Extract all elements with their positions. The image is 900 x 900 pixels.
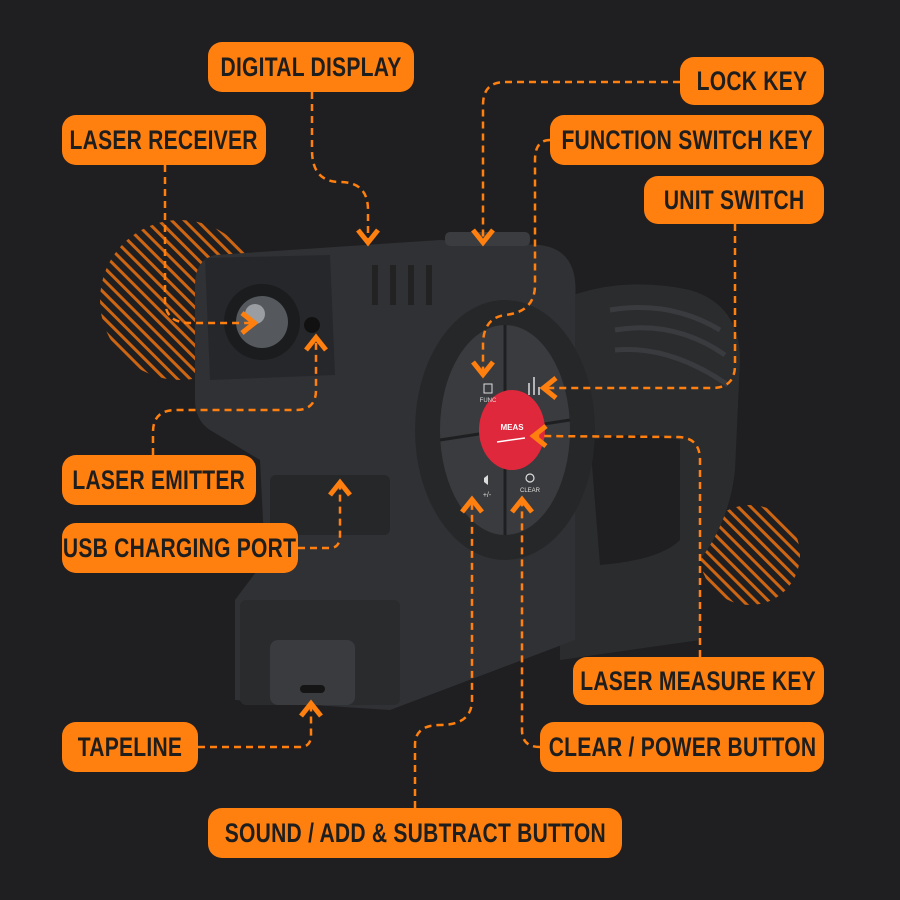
label-text: UNIT SWITCH — [663, 184, 805, 215]
label-text: LOCK KEY — [696, 65, 808, 96]
label-laser-measure-key: LASER MEASURE KEY — [573, 657, 824, 705]
label-text: LASER RECEIVER — [69, 124, 259, 155]
leader-usb-charging-port — [298, 478, 352, 550]
leader-laser-receiver — [163, 165, 259, 335]
label-tapeline: TAPELINE — [62, 722, 198, 772]
label-laser-receiver: LASER RECEIVER — [62, 115, 266, 165]
plus-minus-button-label: +/- — [483, 492, 492, 499]
leader-lines — [151, 80, 737, 808]
leader-lock-key — [471, 80, 680, 247]
label-text: SOUND / ADD & SUBTRACT BUTTON — [224, 817, 606, 848]
label-unit-switch: UNIT SWITCH — [644, 176, 824, 224]
leader-clear-power — [510, 495, 541, 749]
label-digital-display: DIGITAL DISPLAY — [208, 42, 414, 92]
label-text: FUNCTION SWITCH KEY — [561, 124, 813, 155]
label-text: TAPELINE — [77, 731, 183, 762]
leader-laser-measure-key — [529, 424, 702, 657]
leader-tapeline — [198, 699, 323, 749]
laser-measure-device: MEAS FUNC CLEAR +/- — [195, 232, 740, 710]
meas-button-label: MEAS — [500, 423, 524, 432]
label-laser-emitter: LASER EMITTER — [62, 455, 256, 505]
label-text: LASER MEASURE KEY — [580, 665, 817, 696]
label-sound-button: SOUND / ADD & SUBTRACT BUTTON — [208, 808, 622, 858]
label-usb-charging-port: USB CHARGING PORT — [62, 523, 298, 573]
label-lock-key: LOCK KEY — [680, 57, 824, 105]
label-text: USB CHARGING PORT — [63, 532, 297, 563]
func-button-label: FUNC — [480, 398, 497, 404]
label-clear-power-button: CLEAR / POWER BUTTON — [540, 722, 824, 772]
leader-function-switch-key — [471, 138, 551, 379]
label-text: LASER EMITTER — [72, 464, 246, 495]
leader-unit-switch — [539, 224, 737, 400]
label-text: DIGITAL DISPLAY — [220, 51, 402, 82]
label-function-switch-key: FUNCTION SWITCH KEY — [550, 115, 824, 165]
label-text: CLEAR / POWER BUTTON — [548, 731, 816, 762]
leader-digital-display — [310, 92, 380, 247]
clear-button-label: CLEAR — [520, 488, 541, 494]
leader-sound-button — [413, 495, 484, 808]
